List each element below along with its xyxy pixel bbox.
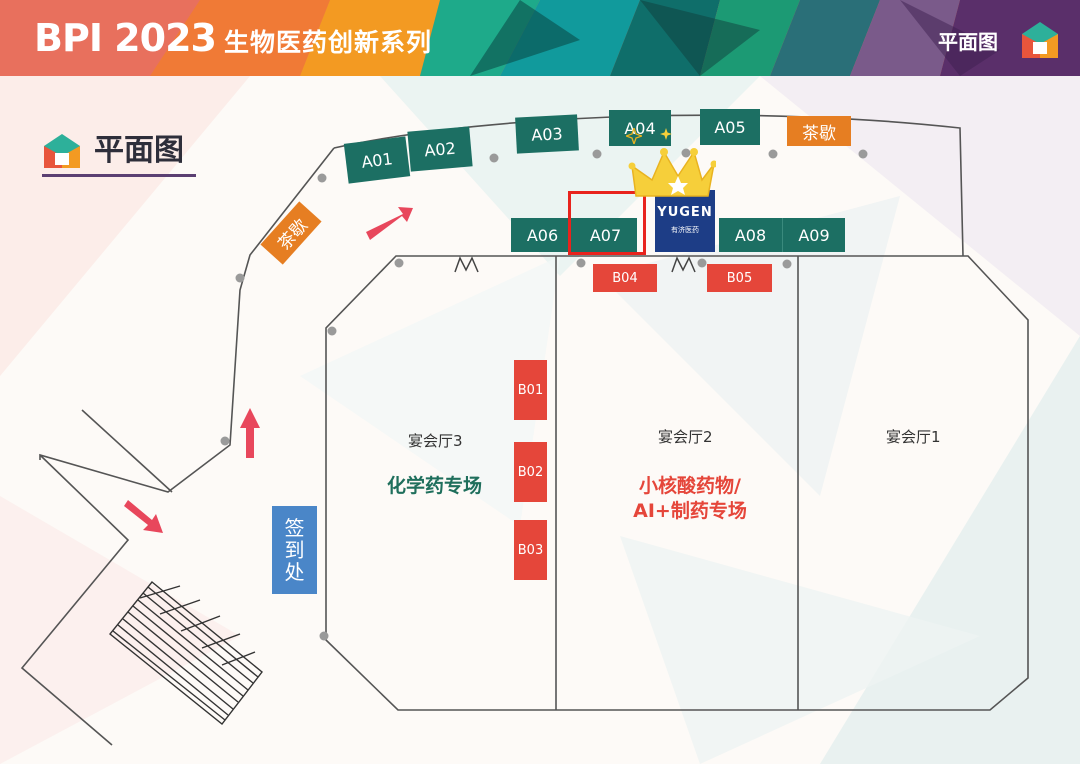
hall3-name: 宴会厅3	[408, 432, 463, 450]
booth-a01[interactable]: A01	[343, 136, 411, 184]
corridor-left-wall	[39, 147, 335, 493]
sparkle-icon	[626, 128, 642, 144]
booth-b04[interactable]: B04	[593, 264, 657, 292]
booth-a02[interactable]: A02	[407, 126, 473, 172]
sign-in-char-2: 到	[284, 538, 305, 562]
sponsor-logo: YUGEN	[657, 205, 713, 220]
arrow-icon	[124, 500, 163, 533]
banner-title-sub: 生物医药创新系列	[223, 28, 432, 57]
sponsor-booth[interactable]: YUGEN 有济医药	[655, 190, 715, 252]
banner-title-main: BPI 2023	[34, 16, 217, 60]
pillar-dot	[592, 149, 602, 159]
door-icon	[454, 256, 479, 273]
pillar-dot	[858, 149, 868, 159]
pillar-dot	[697, 258, 707, 268]
entrance-wall-top	[81, 409, 173, 493]
crown-icon	[628, 148, 716, 197]
pillar-dot	[317, 173, 327, 183]
legend-underline	[42, 174, 196, 177]
hall1-name: 宴会厅1	[886, 428, 941, 446]
booth-b02[interactable]: B02	[514, 442, 547, 502]
hall2-topic-line2: AI+制药专场	[633, 500, 747, 522]
arrow-icon	[366, 207, 413, 240]
pillar-dot	[235, 273, 245, 283]
house-logo-icon	[1022, 22, 1058, 58]
booth-a08[interactable]: A08	[719, 218, 782, 252]
legend-title: 平面图	[94, 133, 184, 168]
hall3-topic: 化学药专场	[387, 475, 483, 497]
booth-a07[interactable]: A07	[574, 218, 637, 252]
hall2-topic-line1: 小核酸药物/	[639, 475, 741, 497]
pillar-dot	[489, 153, 499, 163]
booth-b01[interactable]: B01	[514, 360, 547, 420]
sign-in-char-1: 签	[284, 516, 305, 540]
pillar-dot	[681, 148, 691, 158]
banner-floorplan-label: 平面图	[938, 30, 998, 54]
pillar-dot	[782, 259, 792, 269]
arrow-icon	[240, 408, 260, 458]
booth-a06[interactable]: A06	[511, 218, 574, 252]
sponsor-subtitle: 有济医药	[671, 226, 699, 234]
pillar-dot	[220, 436, 230, 446]
pillar-dot	[394, 258, 404, 268]
entrance-wall-bottom	[20, 454, 130, 746]
stairs-icon	[109, 581, 263, 725]
door-icon	[671, 256, 696, 273]
highlight-box-a07	[568, 191, 646, 255]
booth-b03[interactable]: B03	[514, 520, 547, 580]
sign-in-char-3: 处	[284, 560, 305, 584]
booth-a09[interactable]: A09	[782, 218, 845, 252]
booth-a04[interactable]: A04	[609, 110, 671, 146]
hall2-topic: 小核酸药物/ AI+制药专场	[620, 474, 760, 524]
sparkle-icon	[660, 128, 672, 140]
sign-in-desk: 签 到 处	[272, 506, 317, 594]
pillar-dot	[768, 149, 778, 159]
banner-background	[0, 0, 1080, 76]
booth-a05[interactable]: A05	[700, 109, 760, 145]
pillar-dot	[319, 631, 329, 641]
hall2-name: 宴会厅2	[658, 428, 713, 446]
booth-b05[interactable]: B05	[707, 264, 772, 292]
house-logo-icon	[44, 134, 80, 168]
pillar-dot	[576, 258, 586, 268]
pillar-dot	[327, 326, 337, 336]
booth-a03[interactable]: A03	[515, 114, 579, 154]
hall-outline	[325, 255, 1029, 711]
tea-break-top: 茶歇	[787, 116, 851, 146]
